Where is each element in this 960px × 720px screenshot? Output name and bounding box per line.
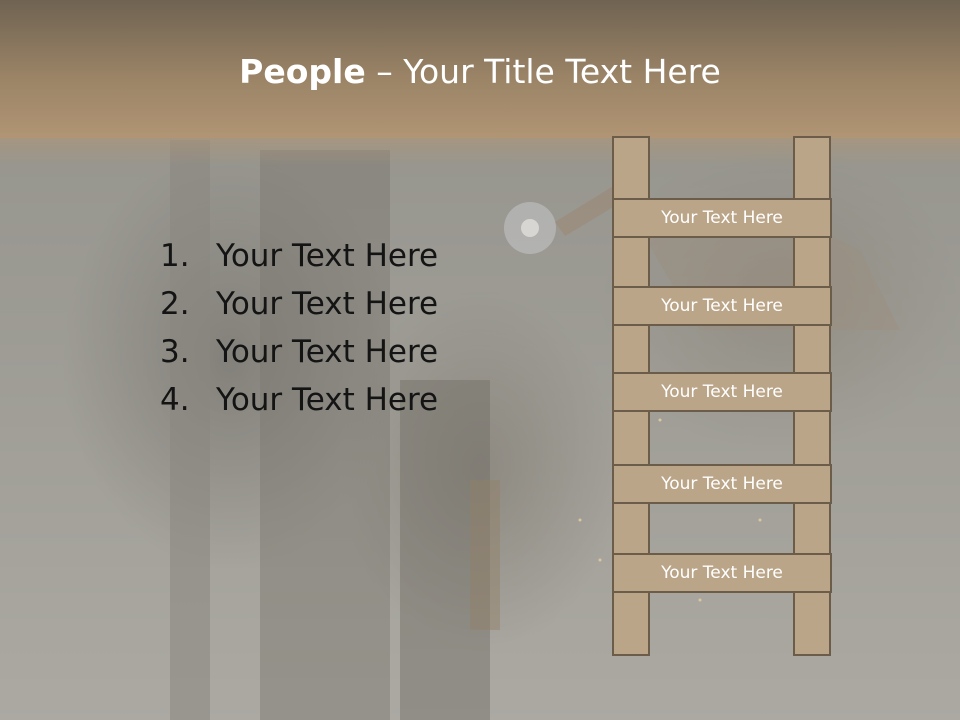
ladder-rung-1[interactable]: Your Text Here <box>612 198 832 238</box>
numbered-list[interactable]: 1. Your Text Here 2. Your Text Here 3. Your… <box>160 232 438 424</box>
list-item-text: Your Text Here <box>216 382 439 418</box>
list-item: 3. Your Text Here <box>160 328 438 376</box>
ladder-rung-4[interactable]: Your Text Here <box>612 464 832 504</box>
list-item: 4. Your Text Here <box>160 376 438 424</box>
list-item: 1. Your Text Here <box>160 232 438 280</box>
list-item: 2. Your Text Here <box>160 280 438 328</box>
list-item-text: Your Text Here <box>216 334 439 370</box>
list-item-text: Your Text Here <box>216 286 439 322</box>
list-number: 3. <box>160 334 190 370</box>
title-band <box>0 0 960 138</box>
slide-title[interactable]: People – Your Title Text Here <box>0 52 960 91</box>
ladder-rung-5[interactable]: Your Text Here <box>612 553 832 593</box>
list-number: 1. <box>160 238 190 274</box>
slide-title-rest: – Your Title Text Here <box>365 52 721 91</box>
list-number: 2. <box>160 286 190 322</box>
list-item-text: Your Text Here <box>216 238 439 274</box>
ladder-rung-2[interactable]: Your Text Here <box>612 286 832 326</box>
slide-title-bold: People <box>239 52 366 91</box>
list-number: 4. <box>160 382 190 418</box>
ladder-rung-3[interactable]: Your Text Here <box>612 372 832 412</box>
